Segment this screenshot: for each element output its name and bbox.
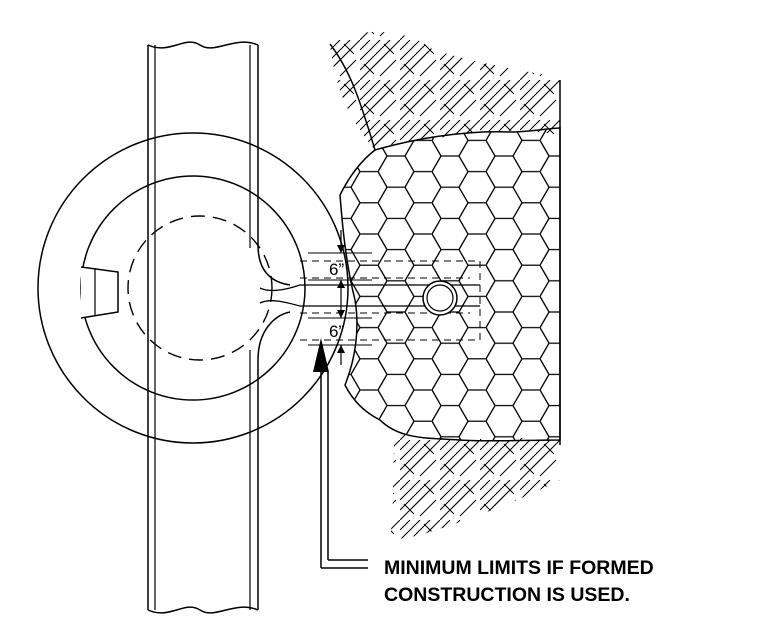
dimension-label-upper: 6”	[329, 260, 344, 279]
left-tab	[80, 266, 119, 319]
soil-hatch-top	[329, 31, 560, 151]
dashed-circle	[127, 215, 273, 361]
callout-leader	[313, 338, 368, 569]
callout-text: MINIMUM LIMITS IF FORMED CONSTRUCTION IS…	[384, 555, 654, 609]
dimension-label-lower: 6”	[329, 322, 344, 341]
vertical-pipe	[147, 41, 291, 614]
callout-line-2: CONSTRUCTION IS USED.	[384, 584, 630, 606]
dimension-markers	[308, 230, 372, 365]
lateral-pipe	[259, 260, 481, 341]
callout-line-1: MINIMUM LIMITS IF FORMED	[384, 557, 654, 579]
soil-hatch-bottom	[390, 430, 560, 540]
